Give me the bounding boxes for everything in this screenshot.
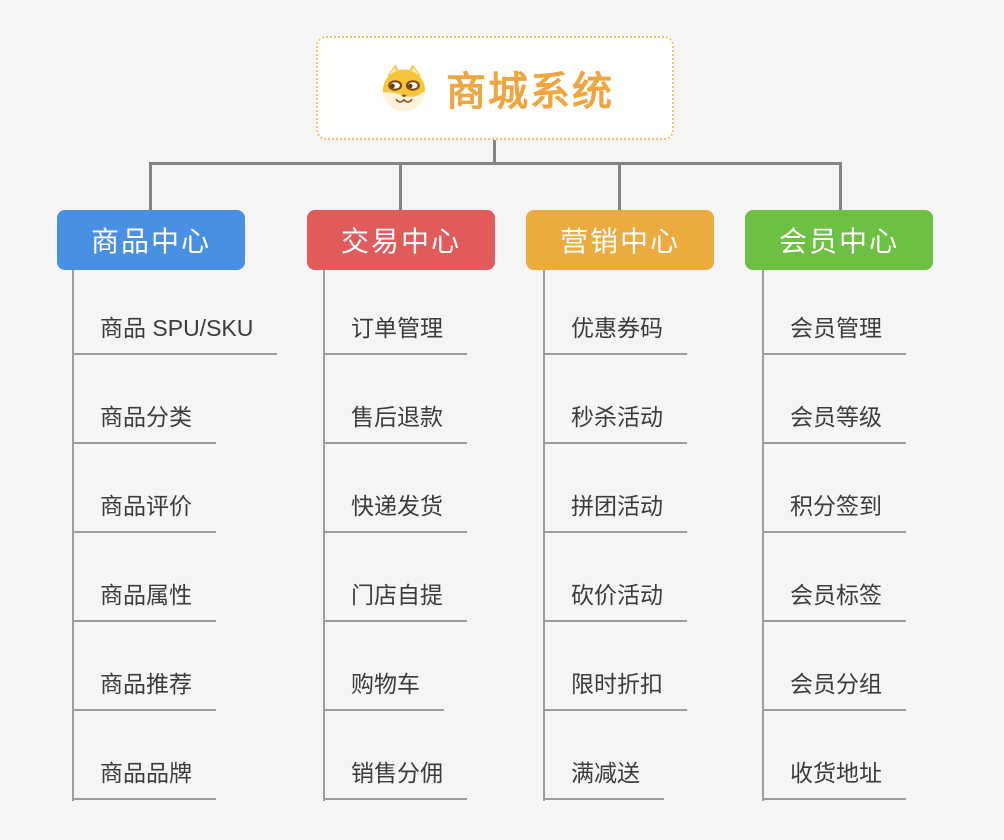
branch-node-trade-center[interactable]: 交易中心 — [307, 210, 495, 270]
root-node[interactable]: 商城系统 — [316, 36, 674, 140]
connector-stub-member — [839, 164, 842, 210]
leaf-topic[interactable]: 商品评价 — [72, 491, 216, 533]
leaf-topic[interactable]: 拼团活动 — [543, 491, 687, 533]
leaf-topic[interactable]: 订单管理 — [323, 313, 467, 355]
connector-stub-marketing — [618, 164, 621, 210]
branch-spine — [72, 270, 74, 801]
leaf-topic[interactable]: 优惠券码 — [543, 313, 687, 355]
leaf-topic[interactable]: 商品推荐 — [72, 669, 216, 711]
leaf-topic[interactable]: 商品品牌 — [72, 758, 216, 800]
leaf-topic[interactable]: 门店自提 — [323, 580, 467, 622]
connector-stub-trade — [399, 164, 402, 210]
leaf-topic[interactable]: 商品分类 — [72, 402, 216, 444]
branch-spine — [762, 270, 764, 801]
leaf-topic[interactable]: 会员分组 — [762, 669, 906, 711]
branch-label: 会员中心 — [778, 226, 899, 257]
leaf-topic[interactable]: 售后退款 — [323, 402, 467, 444]
leaf-topic[interactable]: 砍价活动 — [543, 580, 687, 622]
root-title: 商城系统 — [446, 70, 614, 114]
leaf-topic[interactable]: 会员管理 — [762, 313, 906, 355]
branch-label: 营销中心 — [559, 226, 680, 257]
branch-spine — [323, 270, 325, 801]
leaf-topic[interactable]: 秒杀活动 — [543, 402, 687, 444]
connector-stub-product — [149, 164, 152, 210]
connector-bus — [149, 162, 842, 165]
leaf-topic[interactable]: 满减送 — [543, 758, 664, 800]
leaf-topic[interactable]: 商品 SPU/SKU — [72, 313, 278, 355]
leaf-topic[interactable]: 商品属性 — [72, 580, 216, 622]
leaf-topic[interactable]: 会员标签 — [762, 580, 906, 622]
branch-label: 商品中心 — [90, 226, 211, 257]
branch-spine — [543, 270, 545, 801]
shiba-dog-face-icon — [382, 64, 426, 112]
branch-node-product-center[interactable]: 商品中心 — [57, 210, 245, 270]
connector-root-drop — [493, 140, 496, 164]
leaf-topic[interactable]: 会员等级 — [762, 402, 906, 444]
leaf-topic[interactable]: 销售分佣 — [323, 758, 467, 800]
leaf-topic[interactable]: 收货地址 — [762, 758, 906, 800]
branch-node-member-center[interactable]: 会员中心 — [745, 210, 933, 270]
branch-label: 交易中心 — [340, 226, 461, 257]
leaf-topic[interactable]: 购物车 — [323, 669, 444, 711]
leaf-topic[interactable]: 积分签到 — [762, 491, 906, 533]
leaf-topic[interactable]: 限时折扣 — [543, 669, 687, 711]
leaf-topic[interactable]: 快递发货 — [323, 491, 467, 533]
branch-node-marketing-center[interactable]: 营销中心 — [526, 210, 714, 270]
